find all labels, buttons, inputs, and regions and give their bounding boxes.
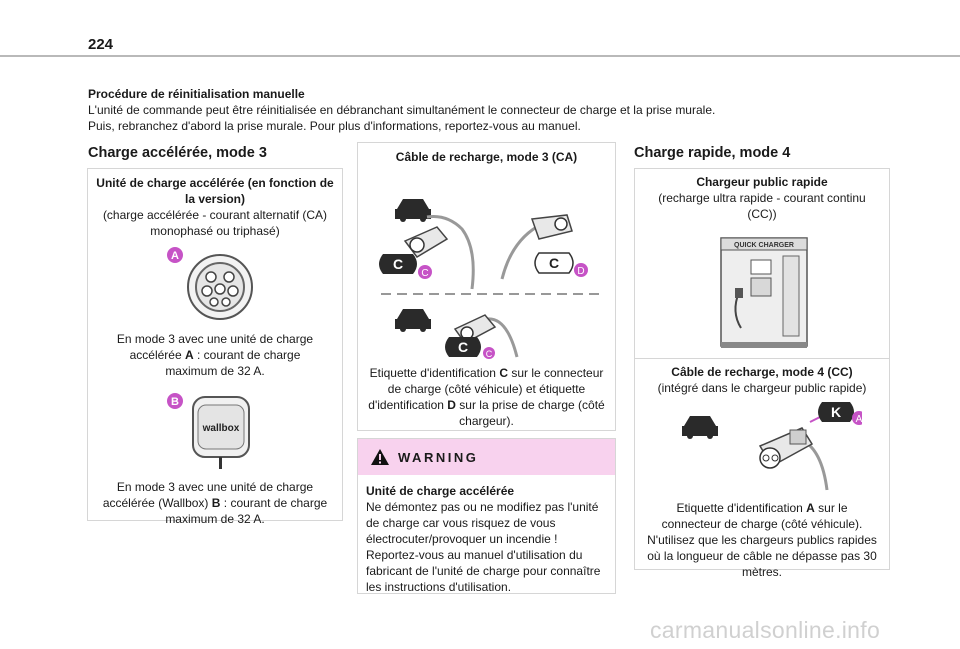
wallbox-brand: wallbox (202, 423, 240, 434)
charger-subtitle: (recharge ultra rapide - courant continu… (658, 191, 866, 221)
car-icon-3 (682, 416, 718, 439)
intro-title: Procédure de réinitialisation manuelle (88, 87, 305, 101)
charger-sign: QUICK CHARGER (734, 242, 794, 249)
mode4-cable-illustration: K A (682, 402, 862, 491)
label-a-text: A (171, 250, 179, 262)
svg-text:C: C (548, 255, 558, 271)
cable-mode4-title: Câble de recharge, mode 4 (CC) (671, 365, 853, 379)
caption-a-letter: A (184, 348, 194, 362)
cable-mode3-title-block: Câble de recharge, mode 3 (CA) (358, 143, 615, 165)
left-box: Unité de charge accélérée (en fonction d… (87, 168, 343, 526)
caption-b-letter: B (211, 496, 221, 510)
caption-b-post: : courant de charge maximum de 32 A. (165, 496, 328, 526)
svg-text:K: K (831, 404, 841, 420)
car-icon-2 (394, 309, 431, 332)
caption-b: En mode 3 avec une unité de charge accél… (88, 473, 342, 527)
tag-c-bottom: C C (444, 337, 495, 359)
right-box: Chargeur public rapide (recharge ultra r… (634, 168, 890, 579)
label-b-badge (167, 393, 183, 409)
svg-text:C: C (392, 256, 402, 272)
tag-k: K A (818, 402, 862, 425)
mode4-caption-pre: Etiquette d'identification (676, 501, 807, 515)
mode3-caption-mid: sur le connecteur de charge (côté véhicu… (368, 366, 604, 412)
warning-title: Unité de charge accélérée (366, 484, 515, 498)
wallbox-b-illustration: B wallbox (167, 393, 250, 469)
svg-text:C: C (485, 349, 492, 359)
mode3-caption-d: D (447, 398, 456, 412)
left-heading: Charge accélérée, mode 3 (88, 145, 267, 161)
warning-header: WARNING (358, 439, 615, 475)
svg-text:D: D (577, 266, 584, 277)
svg-text:C: C (457, 339, 467, 355)
tag-d-charger: C D (533, 252, 588, 277)
warning-body: Unité de charge accélérée Ne démontez pa… (358, 475, 615, 595)
right-divider (635, 358, 889, 359)
mode3-caption: Etiquette d'identification C sur le conn… (358, 359, 615, 429)
middle-box: Câble de recharge, mode 3 (CA) C C C D (357, 142, 616, 431)
unit-title: Unité de charge accélérée (en fonction d… (96, 176, 334, 206)
unit-subtitle: (charge accélérée - courant alternatif (… (102, 208, 328, 238)
mode3-caption-c: C (499, 366, 508, 380)
svg-text:A: A (856, 414, 862, 425)
warning-text: Ne démontez pas ou ne modifiez pas l'uni… (366, 500, 601, 594)
unit-info: Unité de charge accélérée (en fonction d… (88, 169, 342, 239)
header-divider (0, 55, 960, 57)
cable-mode4-subtitle: (intégré dans le chargeur public rapide) (657, 381, 867, 395)
caption-a: En mode 3 avec une unité de charge accél… (88, 323, 342, 379)
caption-a-pre: En mode 3 avec une unité de charge accél… (116, 332, 314, 362)
warning-label: WARNING (398, 449, 479, 465)
charging-socket-a-illustration: A (167, 247, 253, 320)
mode4-caption-a: A (806, 501, 815, 515)
intro-line-2: Puis, rebranchez d'abord la prise murale… (88, 119, 581, 133)
right-heading: Charge rapide, mode 4 (634, 145, 791, 161)
label-a-badge (167, 247, 183, 263)
car-icon (394, 199, 431, 222)
svg-text:C: C (421, 268, 428, 279)
caption-a-post: : courant de charge maximum de 32 A. (165, 348, 301, 378)
mode3-caption-pre: Etiquette d'identification (369, 366, 500, 380)
caption-b-pre: En mode 3 avec une unité de charge accél… (102, 480, 314, 510)
charger-info: Chargeur public rapide (recharge ultra r… (635, 169, 889, 222)
warning-box: WARNING Unité de charge accélérée Ne dém… (357, 438, 616, 594)
page-number: 224 (88, 36, 114, 53)
quick-charger-illustration: QUICK CHARGER (720, 237, 808, 348)
charger-title: Chargeur public rapide (696, 175, 828, 189)
intro-section: Procédure de réinitialisation manuelle L… (88, 86, 888, 134)
mode3-cable-illustration: C C C D C C (378, 199, 601, 359)
mode4-caption-note: N'utilisez que les chargeurs publics rap… (647, 533, 877, 579)
mode4-caption: Etiquette d'identification A sur le conn… (635, 494, 889, 580)
mode4-caption-post: sur le connecteur de charge (côté véhicu… (661, 501, 863, 531)
intro-line-1: L'unité de commande peut être réinitiali… (88, 103, 716, 117)
cable-mode4-info: Câble de recharge, mode 4 (CC) (intégré … (635, 359, 889, 396)
cable-mode3-title: Câble de recharge, mode 3 (CA) (395, 150, 578, 164)
warning-triangle-icon (371, 449, 389, 465)
tag-c-vehicle: C C (378, 254, 432, 279)
mode3-caption-post: sur la prise de charge (côté chargeur). (455, 398, 605, 428)
watermark-text: carmanualsonline.info (650, 617, 881, 643)
label-b-text: B (171, 396, 179, 408)
